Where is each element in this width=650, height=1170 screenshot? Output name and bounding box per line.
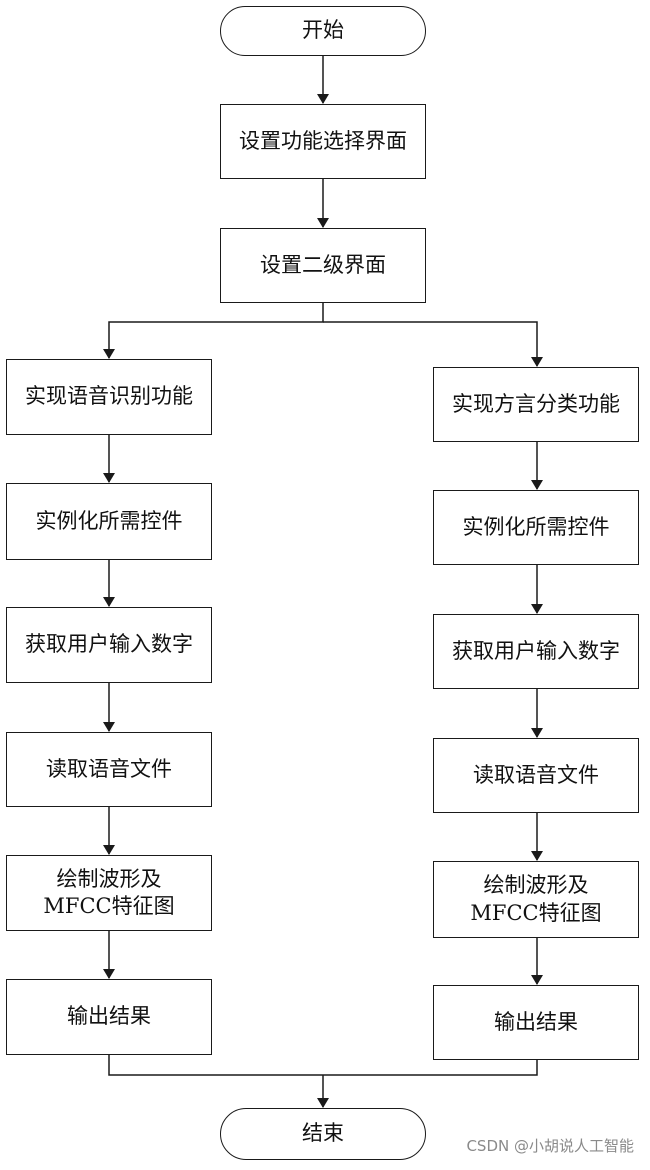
watermark-text: CSDN @小胡说人工智能 bbox=[466, 1137, 634, 1155]
right-branch-title-box: 实现方言分类功能 bbox=[433, 367, 639, 442]
left-step-read-audio-box: 读取语音文件 bbox=[6, 732, 212, 807]
right-step-instantiate-box: 实例化所需控件 bbox=[433, 490, 639, 565]
end-terminal: 结束 bbox=[220, 1108, 426, 1160]
start-terminal: 开始 bbox=[220, 6, 426, 56]
right-step-draw-waveform-box: 绘制波形及 MFCC特征图 bbox=[433, 861, 639, 938]
left-step-output-box: 输出结果 bbox=[6, 979, 212, 1055]
setup-function-selection-box: 设置功能选择界面 bbox=[220, 104, 426, 179]
right-step-get-input-box: 获取用户输入数字 bbox=[433, 614, 639, 689]
right-step-read-audio-box: 读取语音文件 bbox=[433, 738, 639, 813]
setup-second-level-box: 设置二级界面 bbox=[220, 228, 426, 303]
left-step-instantiate-box: 实例化所需控件 bbox=[6, 483, 212, 560]
left-branch-title-box: 实现语音识别功能 bbox=[6, 359, 212, 435]
left-step-get-input-box: 获取用户输入数字 bbox=[6, 607, 212, 683]
split-connector-right bbox=[323, 321, 543, 367]
right-step-output-box: 输出结果 bbox=[433, 985, 639, 1060]
left-step-draw-waveform-box: 绘制波形及 MFCC特征图 bbox=[6, 855, 212, 931]
split-connector bbox=[103, 303, 324, 359]
